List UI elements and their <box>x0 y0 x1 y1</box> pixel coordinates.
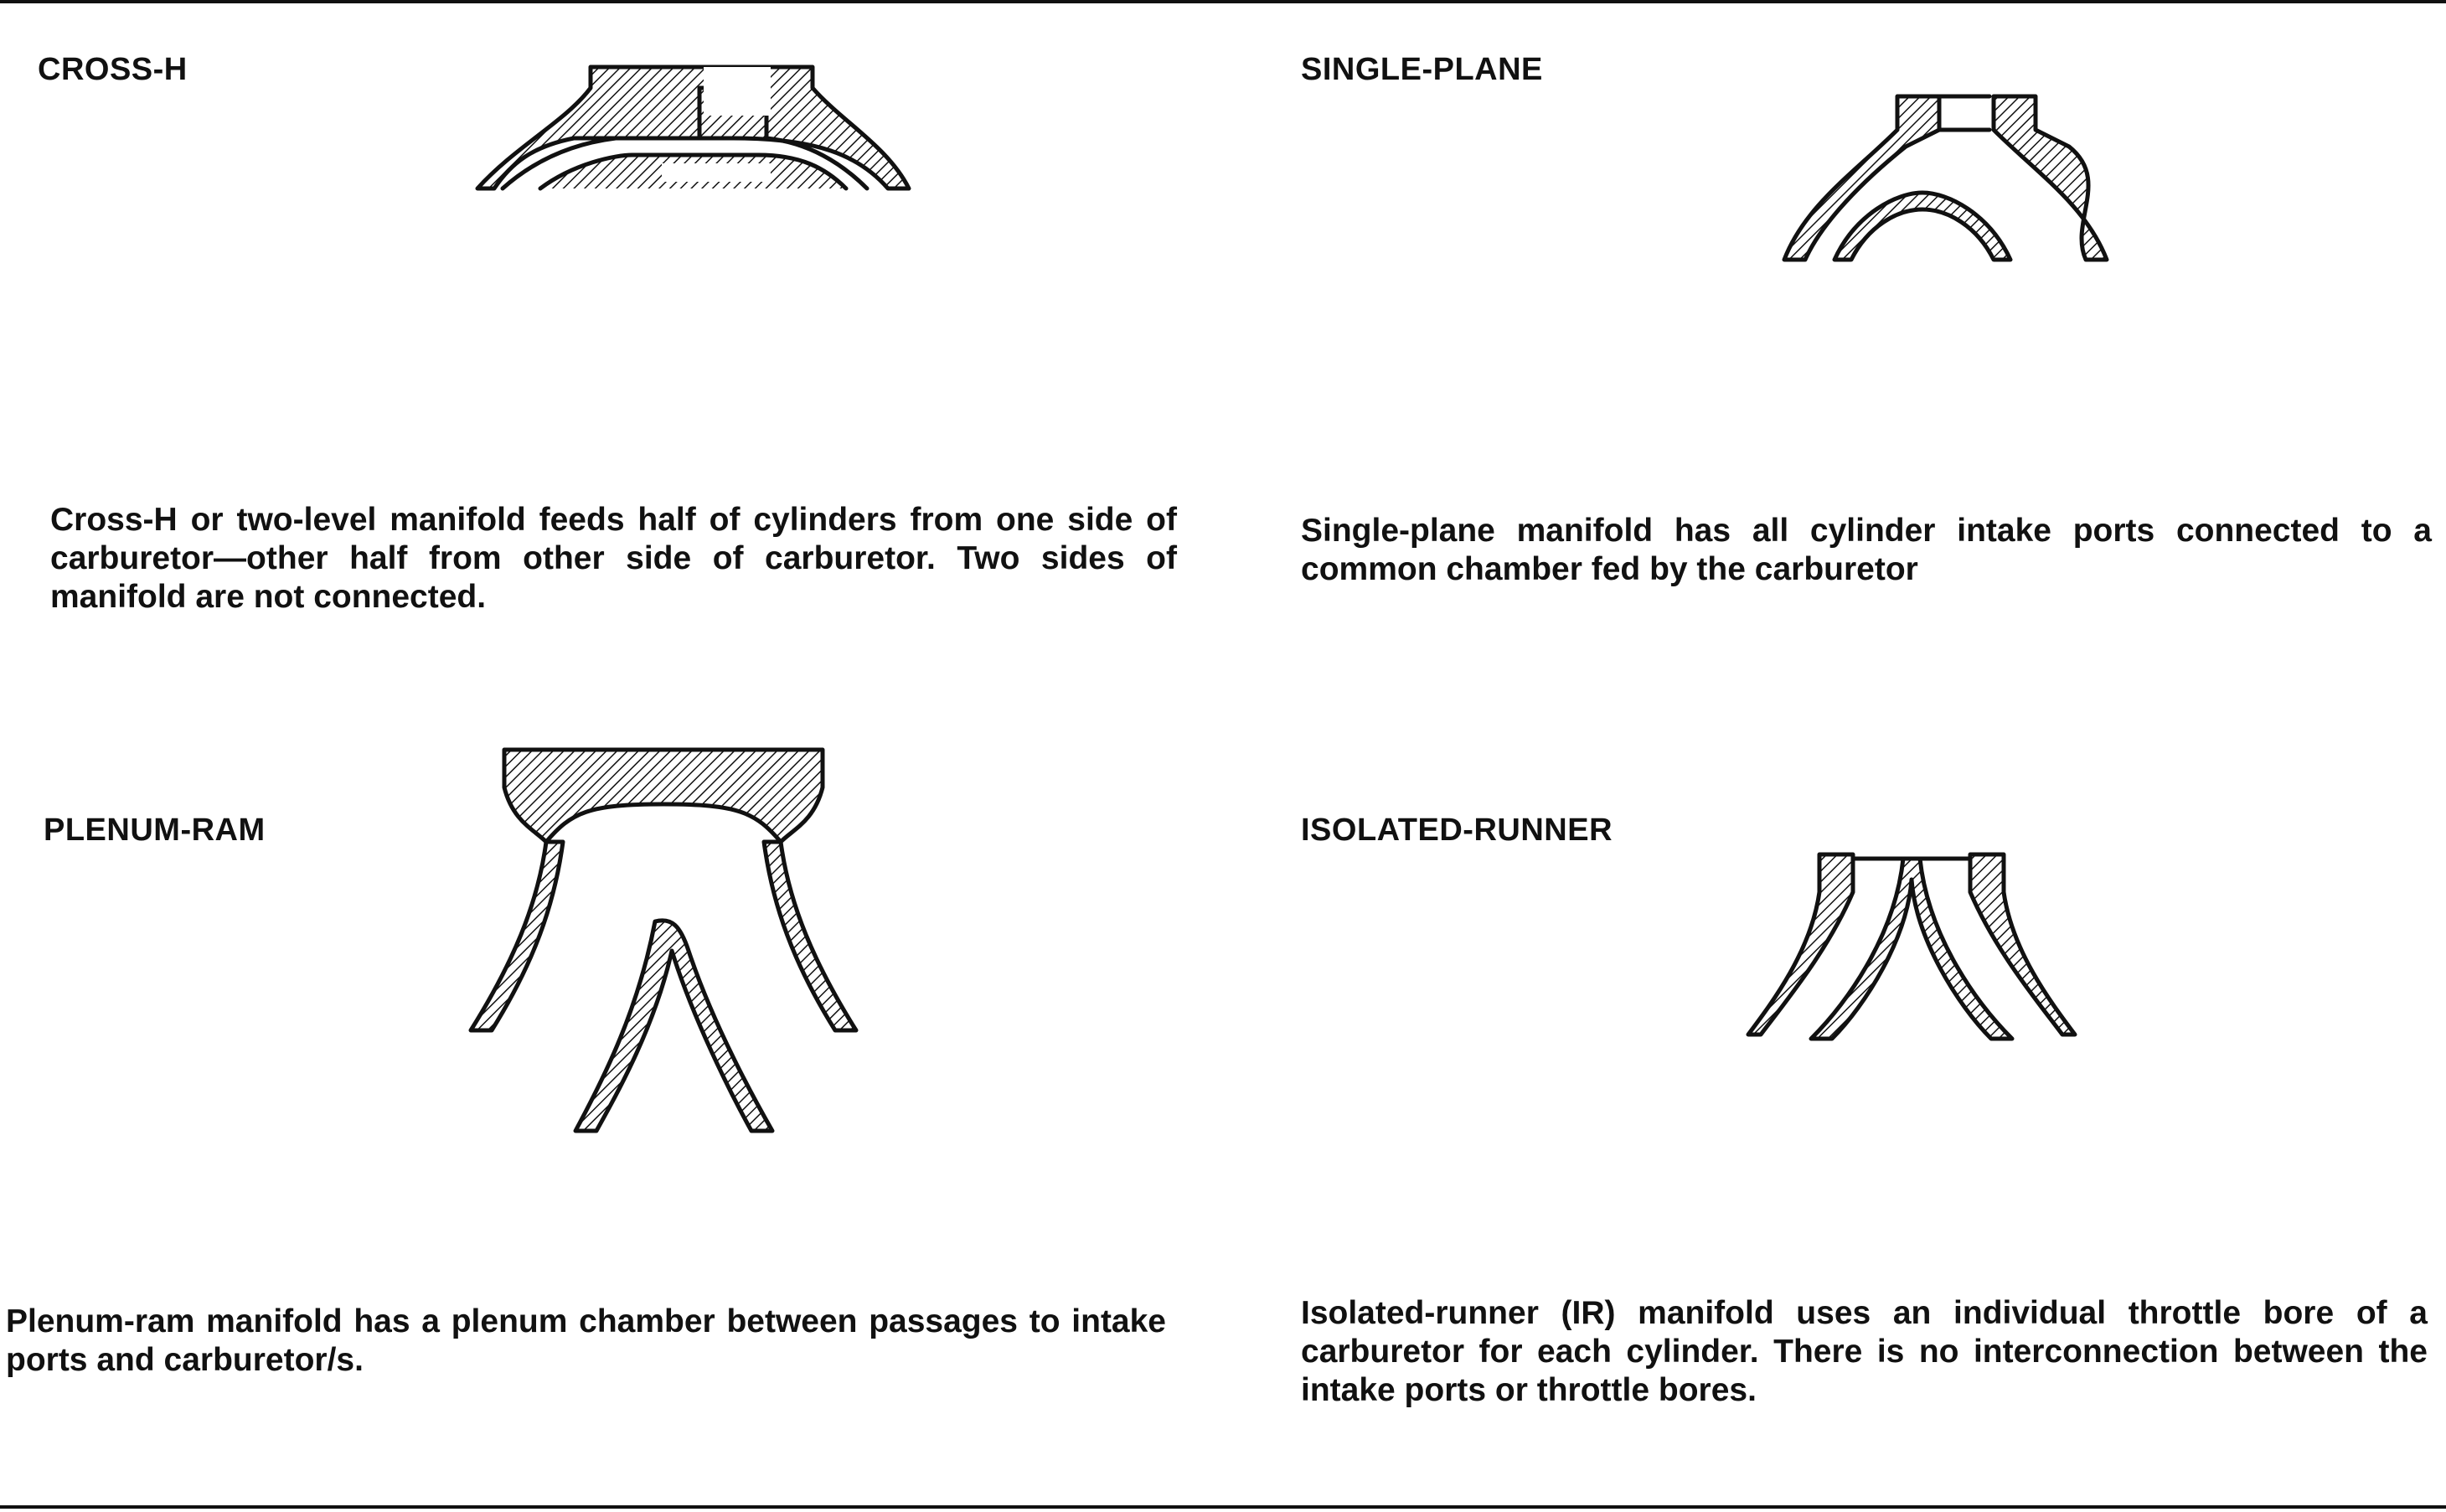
panel-single-plane: SINGLE-PLANE Single-plane manifold has a… <box>1223 0 2446 754</box>
isolated-runner-manifold-diagram <box>1535 852 2272 1382</box>
panel-cross-h: CROSS-H Cross-H or two-level manifold fe… <box>0 0 1223 754</box>
plenum-ram-manifold-diagram <box>312 747 1049 1382</box>
panel-title: CROSS-H <box>38 52 188 87</box>
panel-caption: Isolated-runner (IR) manifold uses an in… <box>1301 1295 2428 1408</box>
cross-h-manifold-diagram <box>310 65 1047 612</box>
top-rule <box>0 0 2446 3</box>
panel-title: PLENUM-RAM <box>44 813 266 848</box>
panel-title: SINGLE-PLANE <box>1301 52 1543 87</box>
bottom-rule <box>0 1505 2446 1509</box>
single-plane-manifold-diagram <box>1554 94 2291 612</box>
panel-caption: Single-plane manifold has all cylinder i… <box>1301 513 2432 587</box>
panel-plenum-ram: PLENUM-RAM Plenum-ram manifold has a ple… <box>0 747 1223 1508</box>
panel-caption: Cross-H or two-level manifold feeds half… <box>50 502 1177 615</box>
panel-title: ISOLATED-RUNNER <box>1301 813 1613 848</box>
panel-caption: Plenum-ram manifold has a plenum chamber… <box>6 1303 1166 1378</box>
panel-isolated-runner: ISOLATED-RUNNER Isolated-runner (IR) man… <box>1223 754 2446 1508</box>
